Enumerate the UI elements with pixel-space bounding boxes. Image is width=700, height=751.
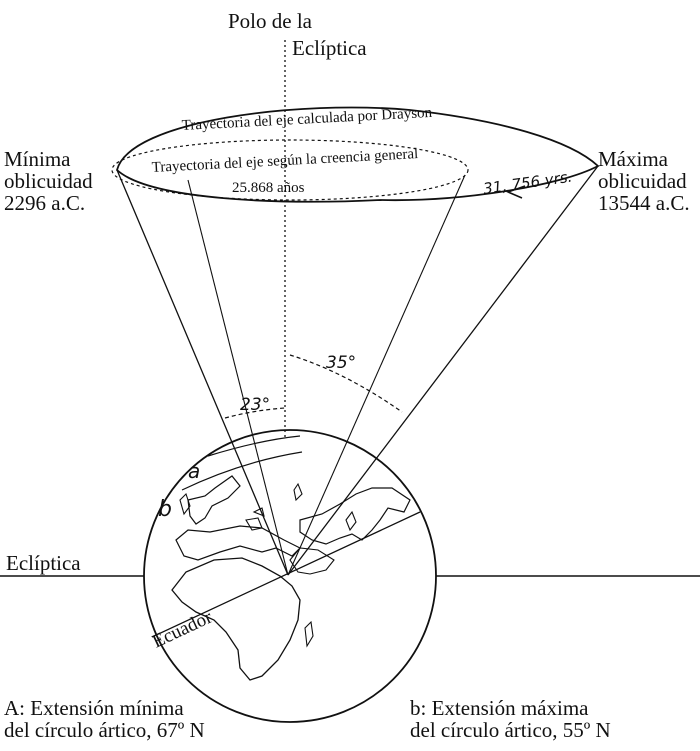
general-path-curve xyxy=(111,139,469,201)
max-obliquity-line2: oblicuidad xyxy=(598,169,687,193)
arctic-mark-b: b xyxy=(158,497,172,522)
ecliptic-label: Eclíptica xyxy=(6,551,81,575)
caption-b: b: Extensión máxima del círculo ártico, … xyxy=(410,697,611,741)
arabia-outline xyxy=(289,547,335,575)
pole-title-2: Eclíptica xyxy=(292,37,367,59)
arctic-circle-a xyxy=(207,435,301,457)
caption-a: A: Extensión mínima del círculo ártico, … xyxy=(4,697,205,741)
italy-outline xyxy=(245,517,263,531)
angle-23-label: 23° xyxy=(240,395,270,415)
equator-line xyxy=(151,511,421,638)
cone-line-left xyxy=(116,169,289,576)
pole-title: Polo de la xyxy=(228,10,312,32)
pole-title-line1: Polo de la xyxy=(228,9,312,33)
africa-outline xyxy=(171,557,301,681)
caspian-sea xyxy=(293,482,303,502)
drayson-path-curve xyxy=(115,106,600,203)
min-obliquity-line1: Mínima xyxy=(4,147,71,171)
britain-outline xyxy=(179,492,191,516)
min-obliquity-line2: oblicuidad xyxy=(4,169,93,193)
cone-line-right xyxy=(287,165,599,576)
caption-b-line2: del círculo ártico, 55º N xyxy=(410,718,611,742)
arctic-circle-b xyxy=(181,451,303,491)
min-obliquity-label: Mínima oblicuidad 2296 a.C. xyxy=(4,148,93,214)
asia-coast xyxy=(299,487,411,545)
caption-a-line2: del círculo ártico, 67º N xyxy=(4,718,205,742)
pole-title-line2: Eclíptica xyxy=(292,36,367,60)
arctic-mark-a: a xyxy=(188,459,200,483)
map-island xyxy=(252,507,265,517)
cone-line-inner-right xyxy=(287,174,466,576)
min-obliquity-line3: 2296 a.C. xyxy=(4,191,86,215)
angle-35-label: 35° xyxy=(326,353,356,373)
cone-line-inner-left xyxy=(187,179,289,576)
max-obliquity-line3: 13544 a.C. xyxy=(598,191,690,215)
europe-outline xyxy=(187,475,241,525)
equator-label: Ecuador xyxy=(149,606,216,652)
years-general-label: 25.868 años xyxy=(232,180,305,196)
madagascar-outline xyxy=(304,620,314,648)
max-obliquity-label: Máxima oblicuidad 13544 a.C. xyxy=(598,148,690,214)
years-drayson-label: 31, 756 yrs. xyxy=(482,168,573,198)
angle-arc-23 xyxy=(224,407,286,419)
max-obliquity-line1: Máxima xyxy=(598,147,668,171)
direction-arrow xyxy=(505,185,526,199)
mediterranean-coast xyxy=(175,525,302,561)
caption-b-line1: b: Extensión máxima xyxy=(410,696,589,720)
caption-a-line1: A: Extensión mínima xyxy=(4,696,184,720)
india-outline xyxy=(345,510,357,532)
